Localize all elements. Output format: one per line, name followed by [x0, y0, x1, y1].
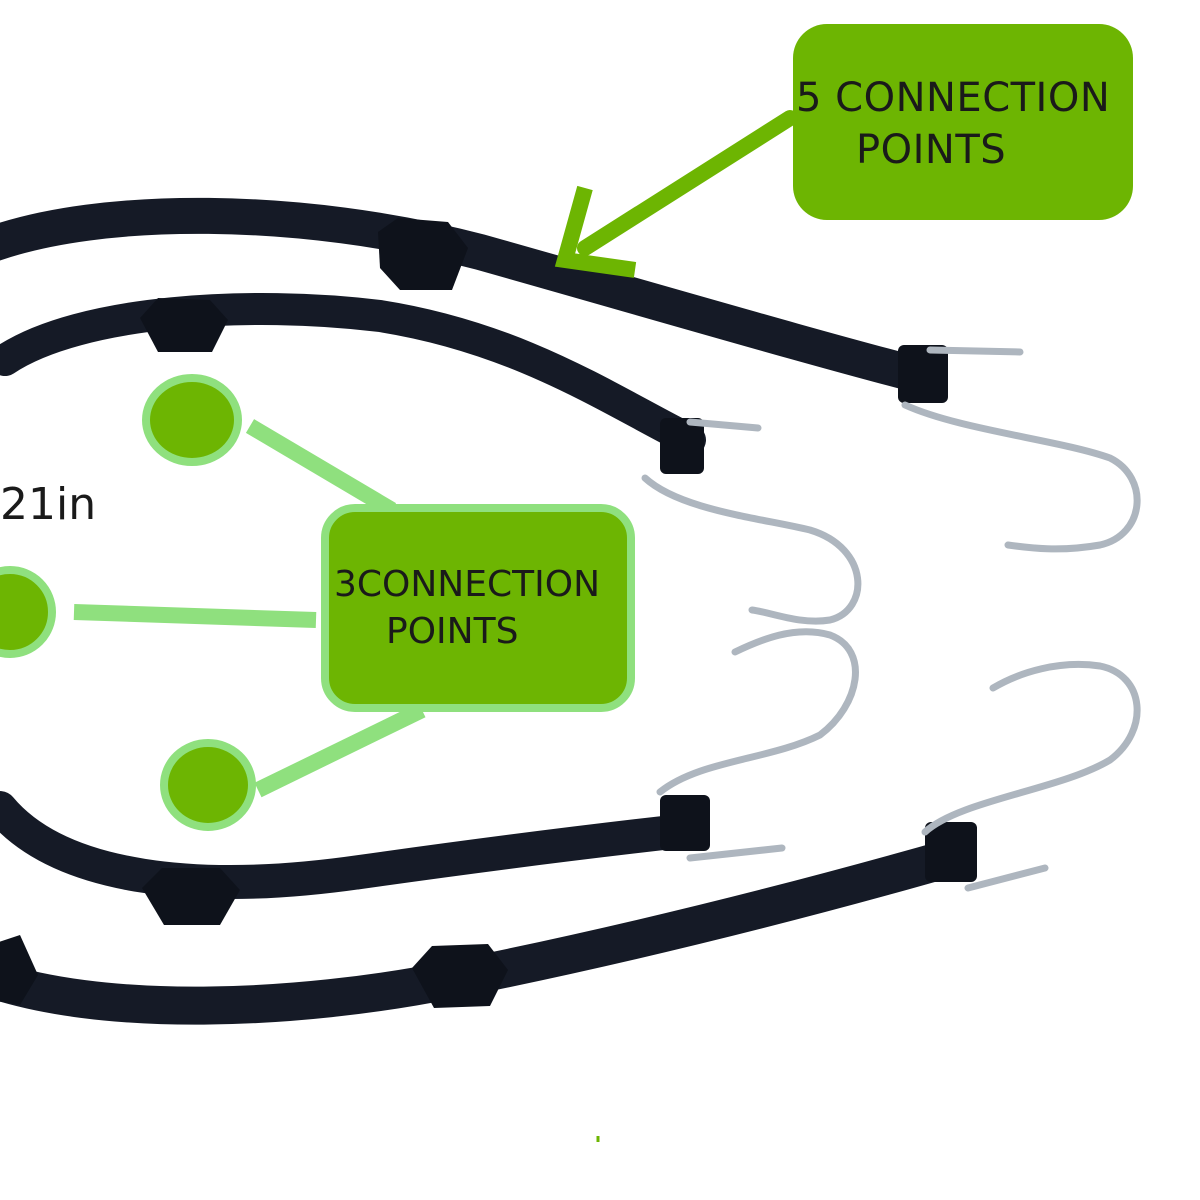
strap-bottom-outer: [0, 822, 977, 1025]
length-label: 21in: [0, 479, 97, 530]
hook-top-inner: [641, 418, 862, 625]
connection-point-marker: [160, 739, 256, 831]
connector-line: [73, 604, 317, 628]
label-line: 5 CONNECTION: [796, 75, 1111, 121]
hook-bottom-outer: [921, 660, 1141, 892]
connection-point-marker: [0, 566, 56, 658]
strap-top-outer: [0, 197, 948, 403]
connection-point-marker: [142, 374, 242, 466]
callout-box: [793, 24, 1133, 220]
callout-box: [321, 504, 635, 712]
label-line: POINTS: [856, 127, 1007, 173]
strap-connector: [378, 218, 468, 290]
callout-arrow-head: [554, 185, 637, 278]
steel-hooks: [641, 346, 1141, 892]
three-connection-points-label: 3CONNECTION POINTS: [334, 562, 600, 656]
hook-top-outer: [901, 346, 1141, 553]
five-connection-points-label: 5 CONNECTION POINTS: [796, 72, 1110, 176]
strap-end-cap: [660, 795, 710, 851]
connector-line: [254, 702, 426, 798]
callout-arrow-shaft: [577, 110, 798, 256]
connector-line: [245, 419, 397, 517]
strap-top-inner: [0, 292, 706, 474]
hook-bottom-inner: [656, 628, 859, 862]
strap-bottom-inner: [0, 791, 710, 925]
strap-connector: [142, 868, 240, 925]
strap-connector: [0, 935, 38, 1005]
strap-end-cap: [898, 345, 948, 403]
callout-five-points: [554, 24, 1133, 278]
callout-three-points: [0, 374, 635, 831]
strap-end-cap: [660, 418, 704, 474]
strap-connector: [412, 944, 508, 1008]
strap-end-cap: [925, 822, 977, 882]
label-line: 3CONNECTION: [334, 564, 600, 605]
label-line: POINTS: [386, 610, 519, 652]
strap-connector: [140, 298, 228, 352]
